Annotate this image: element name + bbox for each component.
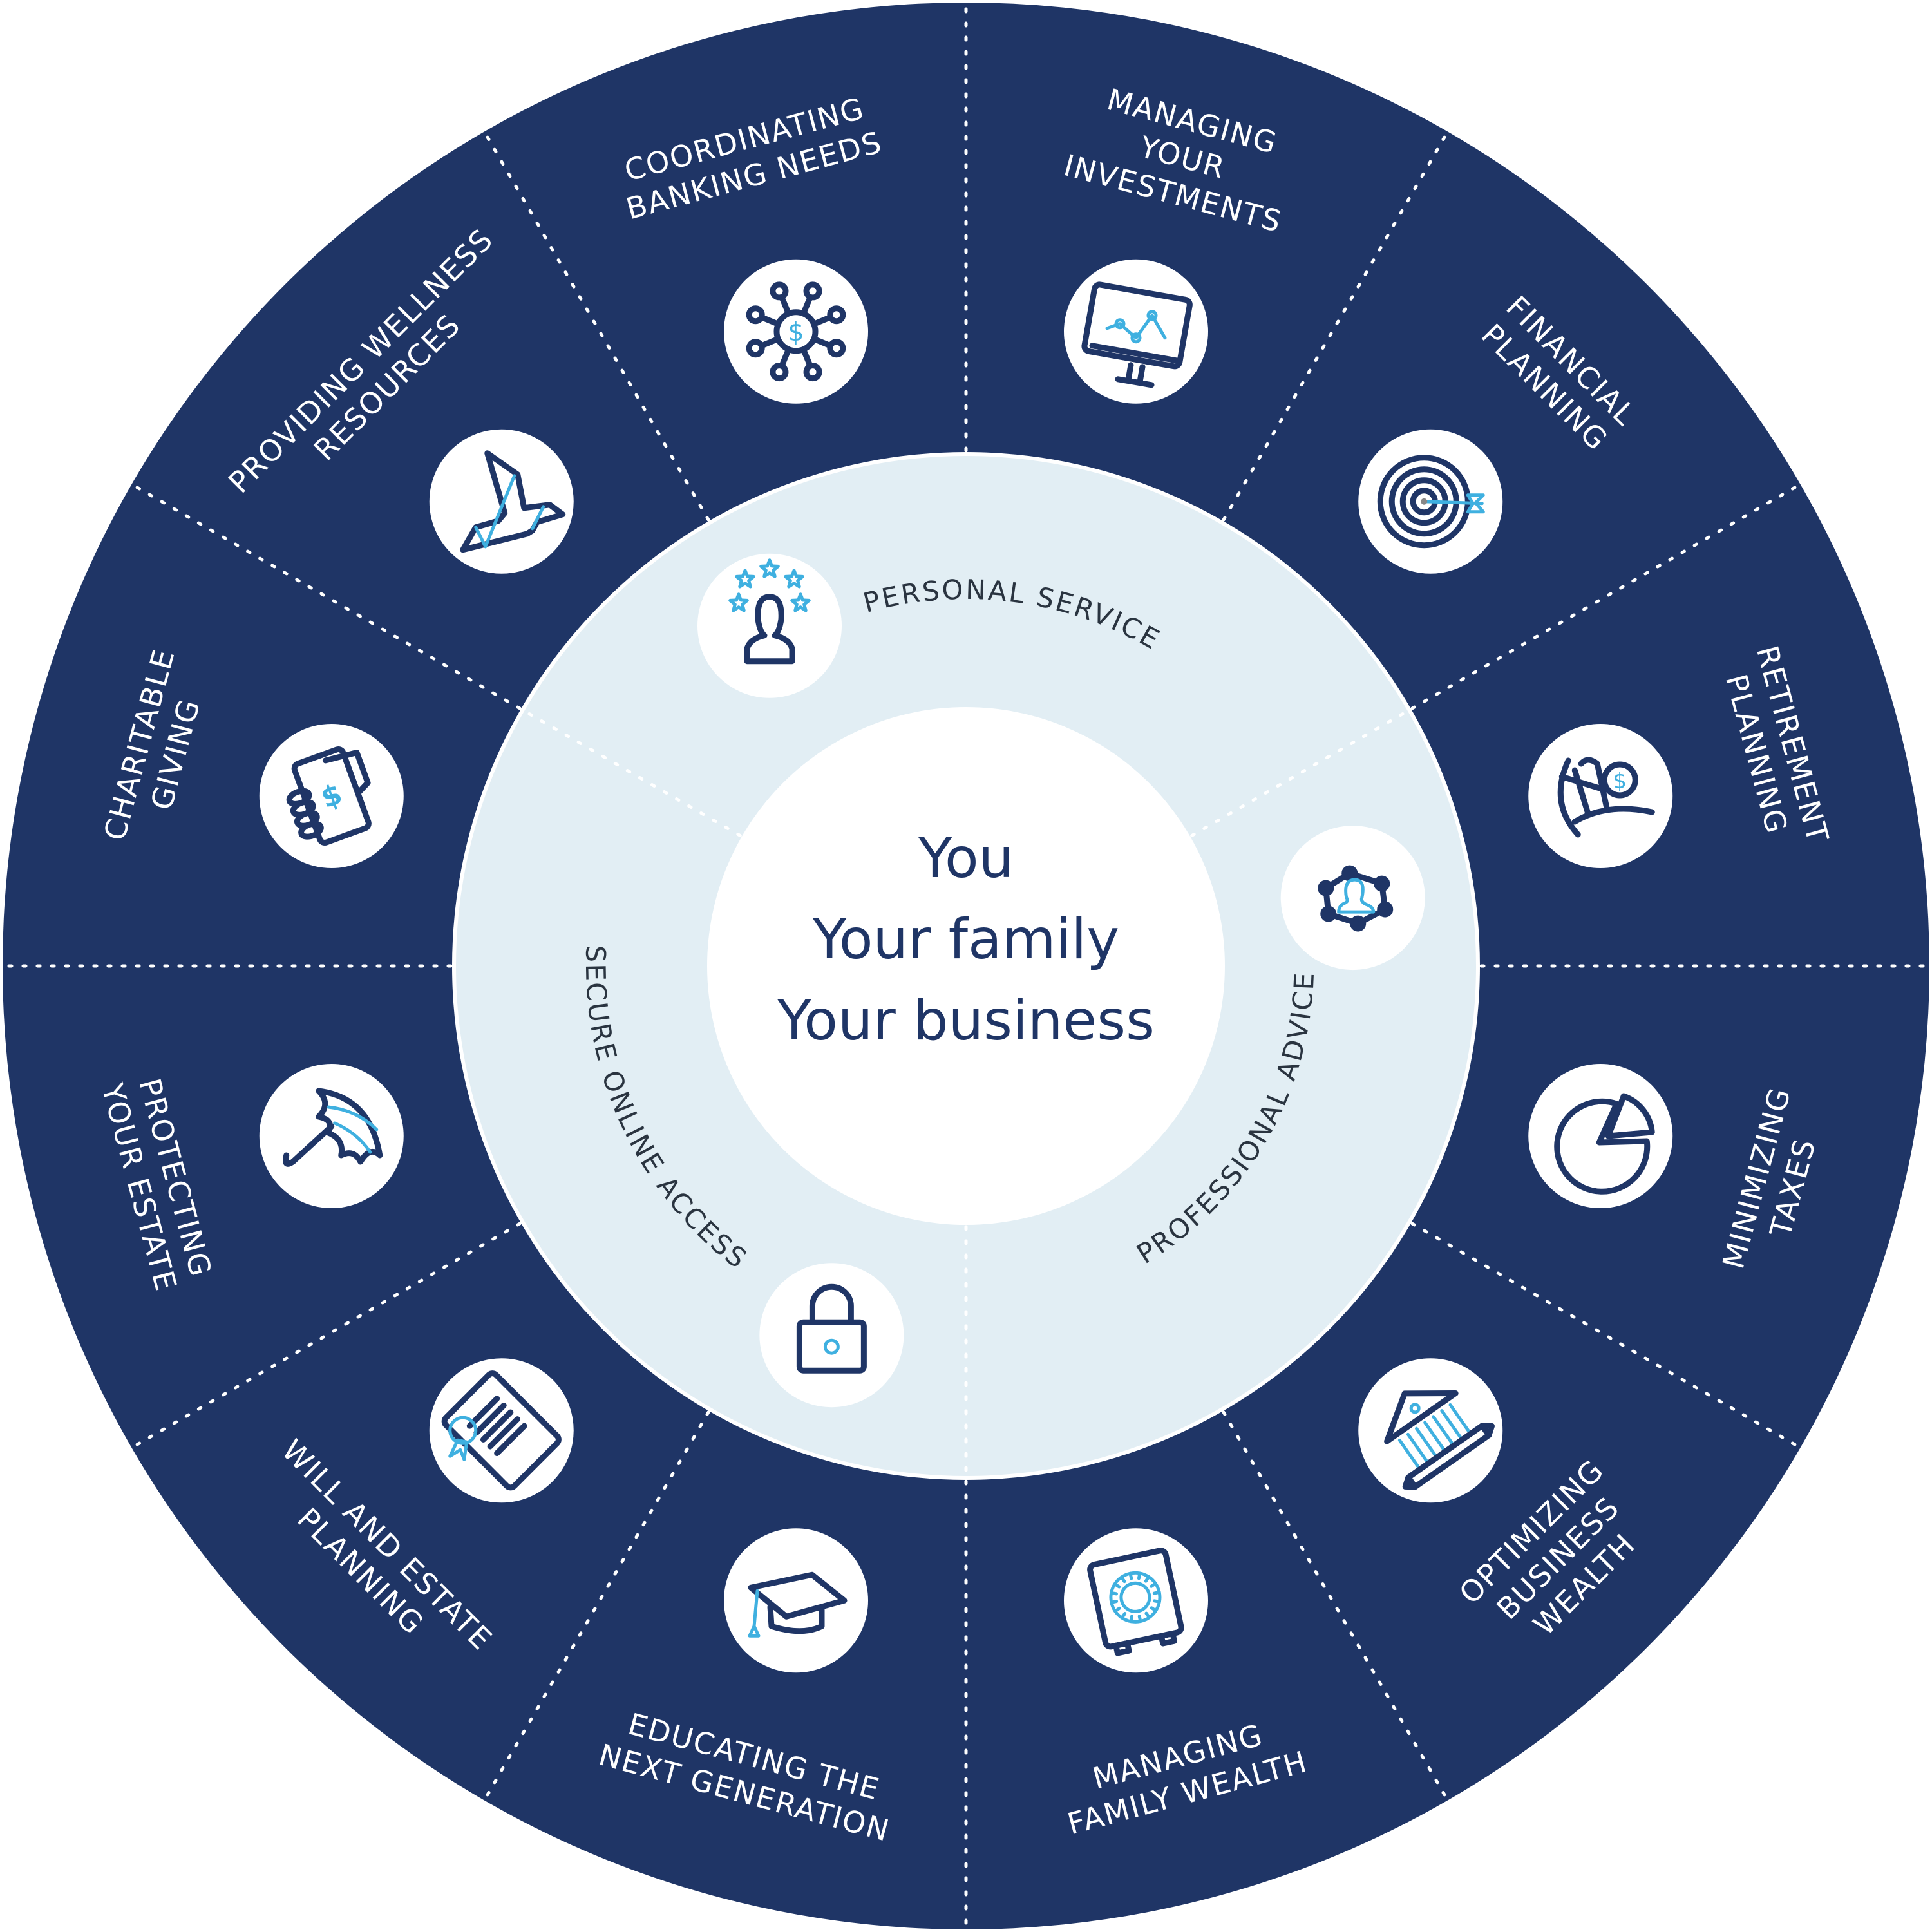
pie-chart-icon [1554, 1093, 1655, 1195]
inner-dividers [524, 710, 1408, 1477]
segment-icon-disc [259, 724, 404, 869]
middle-ring-icons [697, 553, 1425, 1408]
svg-text:$: $ [788, 317, 804, 347]
outer-divider-line [483, 131, 710, 522]
center-line-business: Your business [777, 989, 1155, 1053]
outer-divider-line [483, 1410, 710, 1801]
certificate-document-icon [441, 1370, 562, 1491]
graduation-cap-icon [748, 1571, 848, 1638]
padlock-icon [796, 1283, 867, 1374]
umbrella-icon [283, 1088, 383, 1167]
segment-icon-disc [724, 259, 869, 404]
hand-giving-money-icon: $ [286, 746, 372, 846]
center-circle [707, 707, 1225, 1225]
ring-icon-disc [1280, 826, 1425, 971]
outer-divider-line [1222, 1410, 1449, 1801]
person-stars-icon [728, 558, 811, 665]
monitor-chart-icon [1081, 281, 1193, 388]
safe-icon [1087, 1548, 1184, 1656]
center-title: You Your family Your business [777, 826, 1155, 1053]
ring-item-person-stars [697, 553, 842, 698]
center-line-you: You [918, 826, 1014, 891]
network-dollar-icon: $ [746, 281, 846, 382]
outer-divider-line [1410, 483, 1801, 710]
inner-divider-line [1190, 710, 1408, 837]
network-person-icon [1318, 865, 1394, 932]
outer-divider-line [1410, 1222, 1801, 1449]
ring-item-network-person [1280, 826, 1425, 971]
svg-text:$: $ [1613, 768, 1627, 794]
segment-icon-disc [1528, 724, 1673, 869]
origami-bird-icon [460, 450, 566, 553]
target-dart-icon [1377, 455, 1485, 549]
ring-item-padlock [759, 1263, 904, 1408]
outer-divider-line [131, 483, 522, 710]
beach-chair-coin-icon: $ [1557, 757, 1655, 838]
ring-icon-disc [697, 553, 842, 698]
center-line-family: Your family [812, 907, 1119, 972]
outer-divider-line [131, 1222, 522, 1449]
ring-icon-disc [759, 1263, 904, 1408]
bank-building-icon [1384, 1390, 1495, 1490]
outer-divider-line [1222, 131, 1449, 522]
inner-divider-line [524, 710, 742, 837]
segment-icon-disc [1063, 1528, 1208, 1673]
